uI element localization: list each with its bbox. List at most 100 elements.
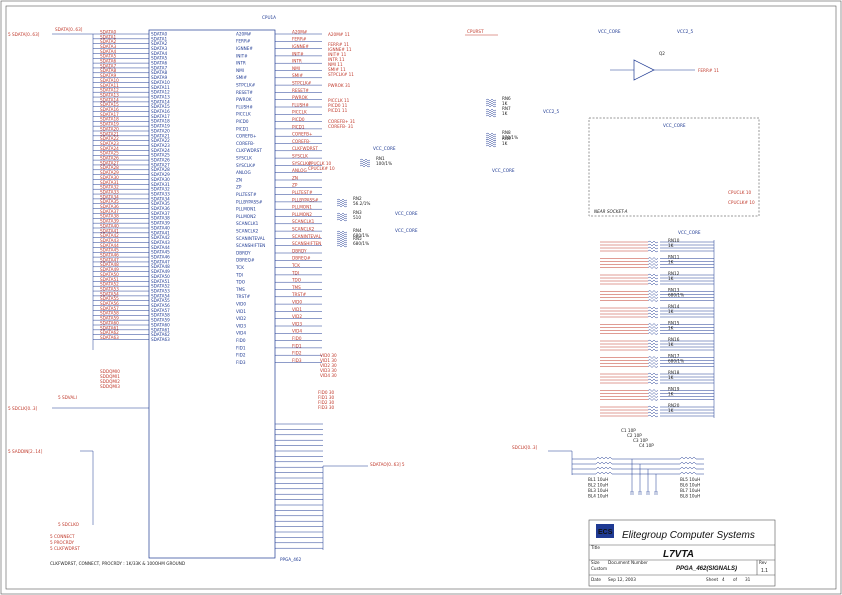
resistor-value: 1K [668, 260, 674, 265]
left-pin-name: SDATA47 [151, 259, 170, 264]
left-pin-name: SDATA22 [151, 138, 170, 143]
left-pin-name: SDATA21 [151, 133, 170, 138]
inductor-coil [595, 472, 613, 475]
resistor-zigzag [647, 395, 659, 398]
right-pin-name: PLLMON2 [236, 214, 256, 219]
vcc-core-3: VCC_CORE [395, 228, 418, 233]
right-pin-name: FERR# [236, 39, 251, 44]
resistor-zigzag [485, 102, 497, 106]
net-cpuclkn: CPUCLK# 10 [308, 166, 335, 171]
resistor-zigzag [336, 238, 348, 242]
resistor-value: 1K [502, 111, 508, 116]
right-pin-name: SYSCLK [236, 156, 252, 161]
resistor-zigzag [647, 348, 659, 352]
resistor-zigzag [485, 144, 497, 148]
left-pin-name: SDATA41 [151, 230, 170, 235]
resistor-value: 680/1% [353, 241, 369, 246]
resistor-value: 1K [668, 375, 674, 380]
inductor-coil [595, 462, 613, 465]
right-pin-name: PICD0 [236, 119, 249, 124]
resistor-zigzag [647, 243, 659, 247]
vcc-core-2: VCC_CORE [395, 211, 418, 216]
resistor-zigzag [647, 405, 659, 409]
left-pin-name: SDATA29 [151, 172, 170, 177]
cap-label: C3 10P [633, 438, 648, 443]
resistor-value: 1K [668, 342, 674, 347]
resistor-zigzag [647, 290, 659, 293]
right-net-label: VID3 [292, 321, 302, 326]
inductor-coil [595, 457, 613, 460]
right-net-label: SCANINTEVAL [292, 234, 322, 239]
right-pin-name: PLLMON1 [236, 207, 256, 212]
right-pin-name: CLKFWDRST [236, 148, 262, 153]
cap-label: C2 10P [627, 433, 642, 438]
net-pwrok: PWROK 31 [328, 83, 351, 88]
resistor-ref: RN8 [502, 130, 511, 135]
custom-label: Custom [591, 566, 607, 571]
resistor-zigzag [647, 246, 659, 250]
resistor-zigzag [336, 218, 348, 222]
left-net-label: SDATA3 [100, 44, 116, 49]
right-pin-name: ANLOG [236, 170, 251, 175]
resistor-ref: RN1 [376, 156, 385, 161]
right-pin-name: SCANINTEVAL [236, 236, 266, 241]
right-net-label: PLLMON2 [292, 212, 312, 217]
right-net-label: INIT# [292, 51, 304, 56]
left-net-label: SDATA59 [100, 316, 119, 321]
sdata-bus-label: SDATA[0..63] [55, 27, 83, 32]
left-pin-name: SDATA48 [151, 264, 170, 269]
resistor-value: 1K [668, 326, 674, 331]
left-pin-name: SDATA49 [151, 269, 170, 274]
resistor-zigzag [485, 138, 497, 142]
inductor-label: BL3 10uH [588, 488, 608, 493]
vcc-core-5: VCC_CORE [598, 29, 621, 34]
left-net-label: SDATA33 [100, 189, 119, 194]
resistor-ref: RN13 [668, 288, 680, 293]
net-vid1: VID1 30 [320, 358, 337, 363]
left-net-label: SDATA41 [100, 228, 119, 233]
sheet-inner-border [5, 5, 837, 590]
resistor-zigzag [336, 242, 348, 246]
left-pin-name: SDATA40 [151, 225, 170, 230]
net-vid3: VID3 30 [320, 368, 337, 373]
left-pin-name: SDATA45 [151, 250, 170, 255]
right-pin-name: PICCLK [236, 112, 251, 117]
resistor-zigzag [647, 342, 659, 346]
left-pin-name: SDATA26 [151, 158, 170, 163]
resistor-zigzag [647, 282, 659, 286]
right-net-label: SCANSHIFTEN [292, 241, 321, 246]
of-label: of [733, 577, 738, 582]
left-pin-name: SDATA56 [151, 303, 170, 308]
inductor-coil [595, 467, 613, 470]
company-name: Elitegroup Computer Systems [622, 530, 755, 541]
left-pin-name: SDATA25 [151, 153, 170, 158]
resistor-zigzag [647, 249, 659, 253]
left-pin-name: SDATA37 [151, 211, 170, 216]
resistor-zigzag [336, 198, 348, 202]
sdclko-port: 5 SDCLKO [58, 522, 80, 527]
left-net-label: SDATA45 [100, 248, 119, 253]
vcc2-5-label: VCC2_5 [543, 109, 559, 114]
doc-number-label: Document Number [608, 560, 648, 565]
right-net-label: FID3 [292, 358, 302, 363]
resistor-ref: RN17 [668, 354, 680, 359]
right-net-label: SYSCLK# [292, 161, 312, 166]
left-pin-name: SDATA0 [151, 31, 167, 36]
vcc-core-6: VCC_CORE [663, 123, 686, 128]
left-net-label: SDATA14 [100, 97, 119, 102]
resistor-value: 270/1% [502, 135, 518, 140]
cpu-ref: CPU1A [262, 15, 276, 20]
right-net-label: STPCLK# [292, 81, 312, 86]
right-net-label: SCANCLK1 [292, 219, 315, 224]
right-pin-name: VID2 [236, 316, 246, 321]
resistor-zigzag [647, 408, 659, 412]
left-net-label: SDATA36 [100, 204, 119, 209]
resistor-value: 1K [668, 276, 674, 281]
left-pin-name: SDATA15 [151, 104, 170, 109]
left-net-label: SDATA44 [100, 243, 119, 248]
